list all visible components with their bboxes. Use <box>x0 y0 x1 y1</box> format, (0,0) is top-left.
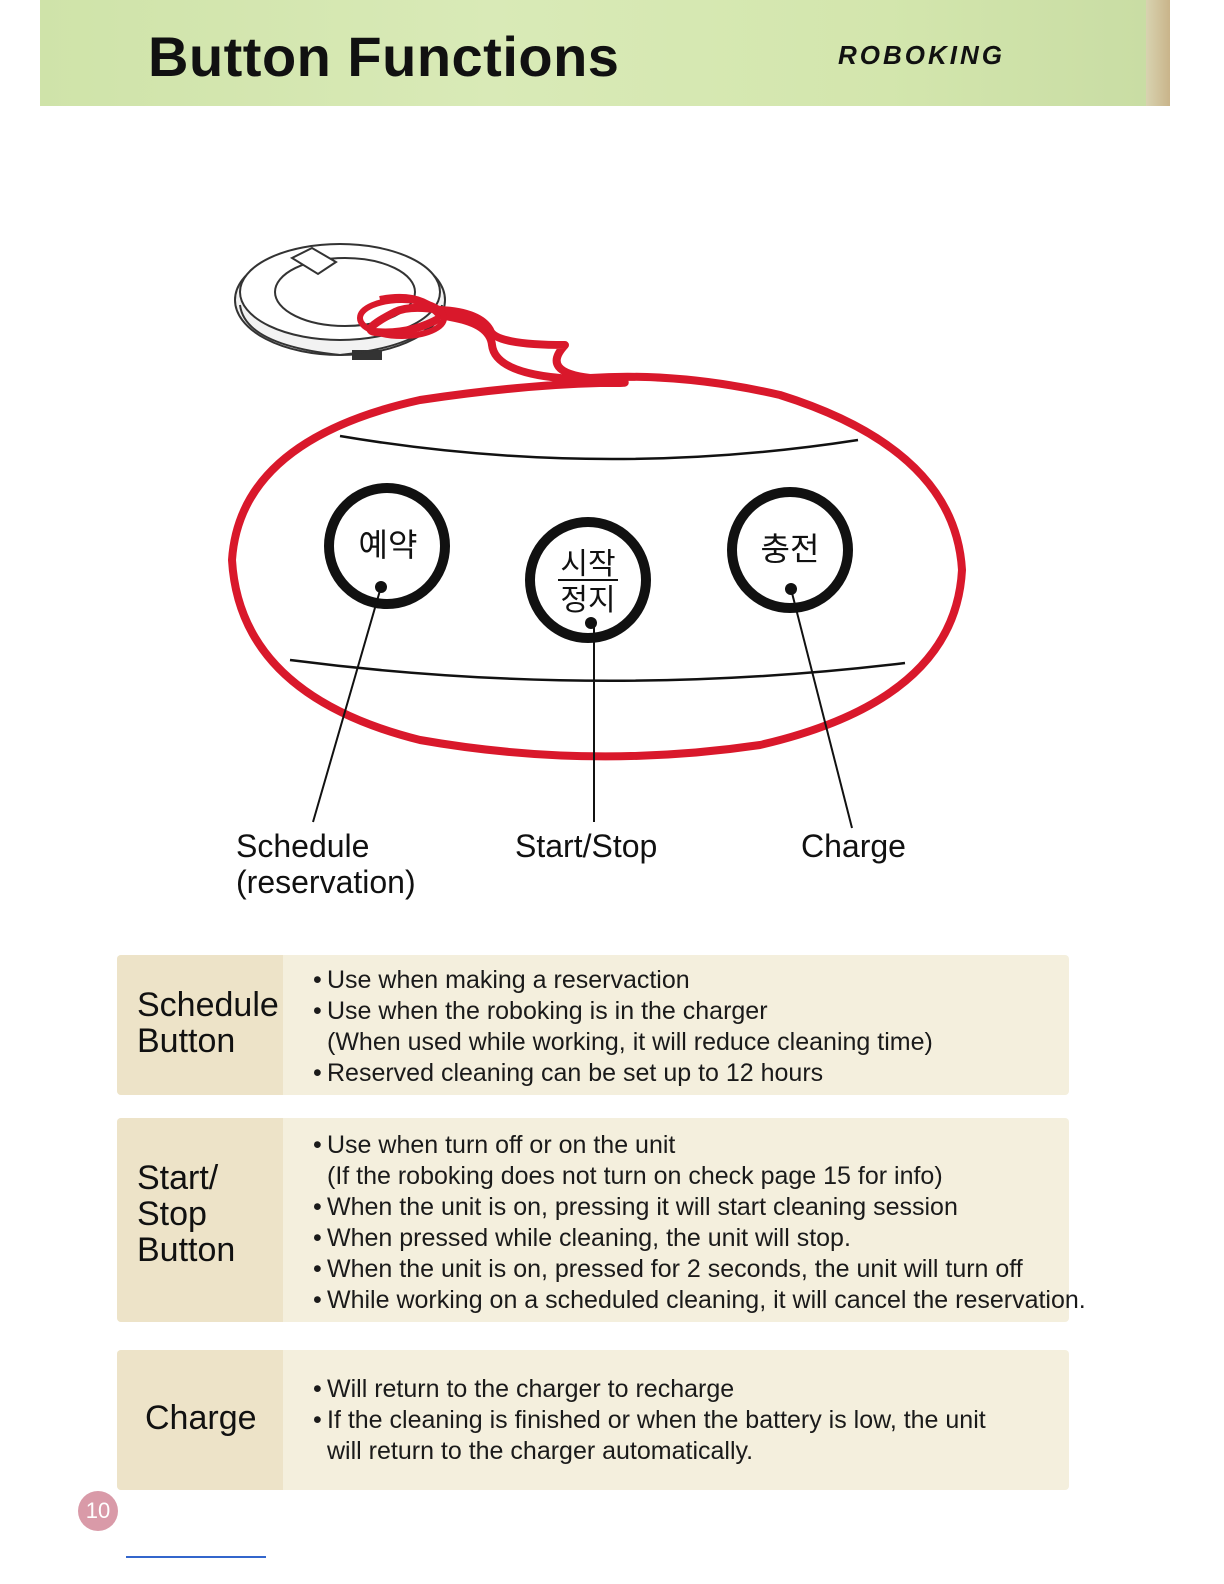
footer-link-line <box>126 1556 266 1558</box>
heading-line: Stop <box>137 1195 207 1233</box>
start-stop-caption: Start/Stop <box>515 828 658 864</box>
header-edge-decoration <box>1146 0 1170 106</box>
bullet-icon: • <box>313 966 322 994</box>
page-number-badge: 10 <box>78 1491 118 1531</box>
schedule-panel-heading: Schedule Button <box>137 987 279 1059</box>
charge-panel-list: •Will return to the charger to recharge … <box>313 1374 986 1467</box>
list-item: •Will return to the charger to recharge <box>313 1375 735 1403</box>
list-item: (When used while working, it will reduce… <box>327 1028 933 1056</box>
bullet-icon: • <box>313 997 322 1025</box>
bullet-icon: • <box>313 1224 322 1252</box>
list-item: •When the unit is on, pressing it will s… <box>313 1193 958 1221</box>
schedule-button-korean-label: 예약 <box>359 526 418 564</box>
bullet-icon: • <box>313 1193 322 1221</box>
list-item: •When the unit is on, pressed for 2 seco… <box>313 1255 1023 1283</box>
charge-button-panel: Charge •Will return to the charger to re… <box>117 1350 1069 1490</box>
start-stop-panel-heading: Start/ Stop Button <box>137 1160 235 1268</box>
heading-line: Schedule <box>137 986 279 1024</box>
panel-heading-cell <box>117 1350 283 1490</box>
header-banner: Button Functions ROBOKING <box>40 0 1170 106</box>
list-item: •Use when the roboking is in the charger <box>313 997 768 1025</box>
schedule-caption-line1: Schedule <box>236 828 370 864</box>
panel-heading-cell <box>117 955 283 1095</box>
callout-outline <box>228 293 966 761</box>
list-item: •Use when making a reservaction <box>313 966 690 994</box>
bullet-icon: • <box>313 1375 322 1403</box>
schedule-panel-list: •Use when making a reservaction •Use whe… <box>313 965 933 1089</box>
list-item: •When pressed while cleaning, the unit w… <box>313 1224 851 1252</box>
schedule-button-illustration <box>312 483 450 823</box>
list-item: •If the cleaning is finished or when the… <box>313 1406 986 1434</box>
heading-line: Button <box>137 1022 236 1060</box>
charge-caption: Charge <box>801 828 906 864</box>
start-stop-button-panel: Start/ Stop Button •Use when turn off or… <box>117 1118 1086 1322</box>
bullet-icon: • <box>313 1059 322 1087</box>
heading-line: Charge <box>145 1399 257 1437</box>
list-item: •Reserved cleaning can be set up to 12 h… <box>313 1059 824 1087</box>
bullet-icon: • <box>313 1406 322 1434</box>
heading-line: Button <box>137 1231 236 1269</box>
bullet-icon: • <box>313 1286 322 1314</box>
charge-button-korean-label: 충전 <box>761 530 820 568</box>
bullet-icon: • <box>313 1255 322 1283</box>
schedule-caption: Schedule (reservation) <box>236 828 416 900</box>
list-item: •Use when turn off or on the unit <box>313 1131 676 1159</box>
charge-button-illustration <box>727 487 853 829</box>
stop-button-korean-label: 정지 <box>560 583 615 618</box>
start-button-korean-label: 시작 <box>560 547 615 582</box>
schedule-button-panel: Schedule Button •Use when making a reser… <box>117 955 1069 1095</box>
start-stop-button-illustration <box>525 517 651 822</box>
start-stop-panel-list: •Use when turn off or on the unit (If th… <box>313 1130 1086 1316</box>
bullet-icon: • <box>313 1131 322 1159</box>
heading-line: Start/ <box>137 1159 219 1197</box>
schedule-caption-line2: (reservation) <box>236 864 416 900</box>
page-title: Button Functions <box>148 25 620 88</box>
panel-heading-cell <box>117 1118 283 1322</box>
charge-panel-heading: Charge <box>145 1400 257 1436</box>
list-item: (If the roboking does not turn on check … <box>327 1162 943 1190</box>
button-diagram: 예약 시작 정지 충전 <box>228 243 966 829</box>
list-item: •While working on a scheduled cleaning, … <box>313 1286 1086 1314</box>
list-item: will return to the charger automatically… <box>327 1437 754 1465</box>
brand-logo: ROBOKING <box>838 40 1005 70</box>
